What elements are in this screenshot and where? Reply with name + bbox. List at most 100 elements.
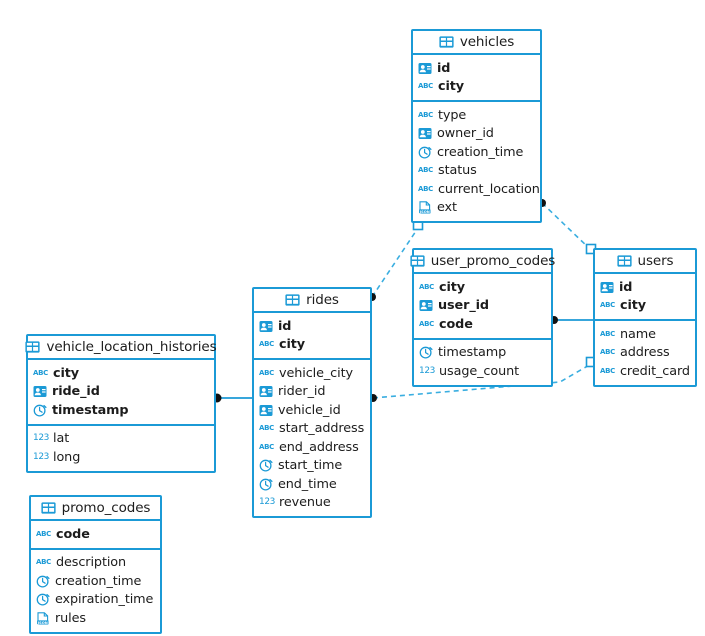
entity-header-promo_codes[interactable]: promo_codes — [31, 497, 160, 521]
entity-header-vehicle_location_histories[interactable]: vehicle_location_histories — [25, 336, 217, 360]
table-grid-icon — [25, 340, 41, 354]
string-type-icon: ABC — [259, 424, 274, 433]
field-label: city — [620, 298, 647, 314]
table-grid-icon — [285, 293, 300, 307]
field-row-rides-start_address[interactable]: ABC start_address — [254, 420, 370, 439]
string-type-icon: ABC — [600, 348, 615, 357]
clock-icon — [419, 346, 433, 359]
field-row-rides-end_time[interactable]: end_time — [254, 475, 370, 494]
field-row-rides-rider_id[interactable]: rider_id — [254, 383, 370, 402]
field-row-vehicles-creation_time[interactable]: creation_time — [413, 143, 540, 162]
entity-title: vehicles — [459, 34, 515, 50]
string-type-icon: ABC — [419, 319, 434, 328]
field-row-rides-vehicle_id[interactable]: vehicle_id — [254, 401, 370, 420]
field-label: user_id — [438, 298, 489, 314]
field-row-user_promo_codes-timestamp[interactable]: timestamp — [414, 344, 551, 363]
primary-key-row-users-id[interactable]: id — [595, 278, 695, 297]
id-card-icon — [259, 320, 273, 333]
field-label: start_address — [279, 421, 365, 437]
field-row-vehicles-owner_id[interactable]: owner_id — [413, 125, 540, 144]
id-card-icon — [259, 404, 273, 417]
string-type-icon: ABC — [418, 110, 433, 119]
clock-icon — [36, 593, 50, 606]
entity-header-vehicles[interactable]: vehicles — [413, 31, 540, 55]
field-label: vehicle_id — [278, 402, 341, 418]
field-label: lat — [53, 431, 70, 447]
table-grid-icon — [41, 501, 56, 515]
field-label: end_address — [279, 439, 359, 455]
clock-icon — [259, 478, 273, 491]
entity-header-user_promo_codes[interactable]: user_promo_codes — [410, 250, 555, 274]
string-type-icon: ABC — [36, 529, 51, 538]
field-label: address — [620, 345, 670, 361]
field-label: owner_id — [437, 126, 494, 142]
field-row-rides-start_time[interactable]: start_time — [254, 457, 370, 476]
field-row-promo_codes-expiration_time[interactable]: expiration_time — [31, 591, 160, 610]
id-card-icon — [419, 299, 433, 312]
field-label: creation_time — [55, 573, 142, 589]
table-grid-icon — [616, 254, 632, 268]
entity-header-rides[interactable]: rides — [254, 289, 370, 313]
field-label: status — [438, 163, 477, 179]
field-label: usage_count — [439, 363, 520, 379]
entity-header-users[interactable]: users — [595, 250, 695, 274]
primary-key-row-vehicle_location_histories-ride_id[interactable]: ride_id — [28, 383, 214, 402]
field-label: revenue — [279, 495, 331, 511]
field-label: code — [56, 526, 90, 542]
field-row-vehicle_location_histories-long[interactable]: 123 long — [28, 448, 214, 467]
field-label: timestamp — [438, 345, 507, 361]
string-type-icon: ABC — [259, 368, 274, 377]
field-label: long — [53, 449, 81, 465]
id-card-icon — [418, 62, 432, 75]
primary-key-row-promo_codes-code[interactable]: ABC code — [31, 525, 160, 544]
id-card-icon — [418, 127, 432, 140]
field-row-users-address[interactable]: ABC address — [595, 344, 695, 363]
number-type-icon: 123 — [33, 451, 49, 462]
field-row-promo_codes-creation_time[interactable]: creation_time — [31, 572, 160, 591]
entity-title: user_promo_codes — [430, 253, 556, 269]
relationship-vehicles-to-users — [538, 199, 597, 255]
field-label: id — [278, 318, 292, 334]
string-type-icon: ABC — [600, 366, 615, 375]
field-label: ext — [437, 200, 457, 216]
primary-key-row-vehicles-id[interactable]: id — [413, 59, 540, 78]
primary-key-row-rides-id[interactable]: id — [254, 317, 370, 336]
field-label: city — [279, 337, 306, 353]
primary-key-row-user_promo_codes-user_id[interactable]: user_id — [414, 297, 551, 316]
primary-key-row-vehicle_location_histories-timestamp[interactable]: timestamp — [28, 401, 214, 420]
relationship-vehicle-location-histories-to-rides — [212, 393, 253, 403]
field-label: city — [53, 365, 80, 381]
field-label: expiration_time — [55, 592, 154, 608]
